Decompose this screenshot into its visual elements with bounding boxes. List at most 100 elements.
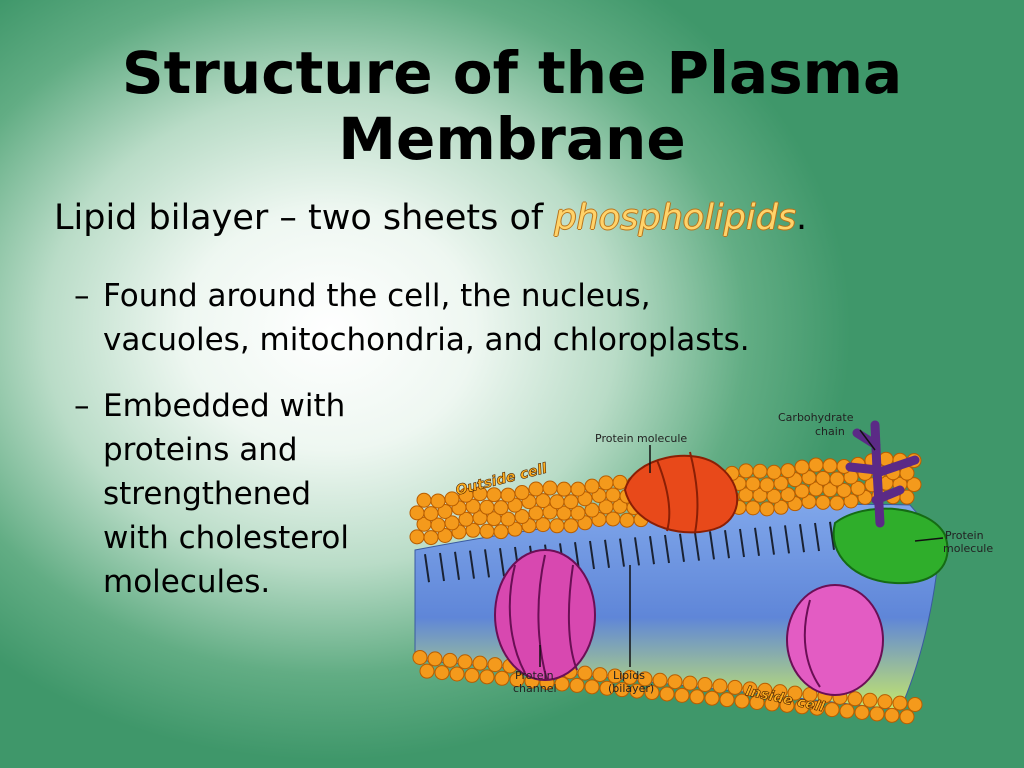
lipid-head [757,682,773,698]
lipid-head [899,709,915,725]
lipid-head [437,527,453,543]
lipid-head [514,485,530,501]
lipid-head [479,669,495,685]
lipid-head [906,477,922,493]
lipid-head [892,695,908,711]
lipid-tail [424,554,430,583]
lipid-head [493,500,509,516]
lipid-head [570,481,586,497]
bullet-line: vacuoles, mitochondria, and chloroplasts… [103,322,750,358]
lipid-head [528,481,544,497]
lipid-tail [694,532,700,561]
slide-title: Structure of the Plasma Membrane [0,40,1024,172]
lipid-head [409,505,425,521]
label-bilayer: (bilayer) [608,682,654,695]
lipid-head [808,457,824,473]
lipid-head [862,692,878,708]
lipid-head [598,475,614,491]
lipid-tail [589,540,595,570]
lipid-head [434,665,450,681]
lipid-tail [619,538,625,567]
lipid-head [542,480,558,496]
bullet-line: strengthened [103,476,312,512]
channel-protein-right [786,584,884,696]
bullet-line: Embedded with [103,388,346,424]
bullet-dash: – [74,278,90,314]
lipid-head [689,689,705,705]
lipid-head [622,669,638,685]
lipid-head [514,509,530,525]
lipid-head [577,665,593,681]
bullet-line: proteins and [103,432,298,468]
lipid-head [563,494,579,510]
lipid-tail [664,534,670,564]
channel-protein-left [494,549,596,681]
lipid-head [704,690,720,706]
lipid-head [712,678,728,694]
lipid-head [409,529,425,545]
lipid-head [847,691,863,707]
lipid-head [773,475,789,491]
lipid-head [607,668,623,684]
lipid-head [829,495,845,511]
lipid-head [907,697,923,712]
lipid-head [442,652,458,668]
bullet-line: Found around the cell, the nucleus, [103,278,651,314]
lipid-head [479,499,495,515]
lipid-head [779,697,795,713]
lipid-tail [679,533,685,562]
lipid-head [412,649,428,665]
bullet-line: with cholesterol [103,520,349,556]
lipid-head [759,501,775,517]
label-lipids: Lipids [613,669,645,682]
lipid-head [822,458,838,474]
lipid-tail [604,539,610,568]
lipid-head [472,655,488,671]
lipid-head [742,681,758,697]
lipid-head [738,463,754,479]
lipid-head [549,518,565,534]
lipid-head [815,494,831,510]
lipid-head [719,692,735,708]
lipid-head [637,671,653,687]
lipid-tail [709,531,715,560]
green-protein [832,507,949,585]
lipid-head [766,464,782,480]
bullet-proteins: – Embedded with proteins and strengthene… [74,384,349,604]
lipid-head [457,654,473,670]
lipid-head [772,684,788,700]
label-molecule-right: molecule [943,542,993,555]
lipid-head [444,491,460,507]
lipid-tail [799,524,805,553]
lipid-head [584,502,600,518]
lipid-head [570,505,586,521]
lipid-head [592,667,608,683]
lipid-tail [499,548,505,577]
lipid-tail [724,530,730,559]
lipid-head [619,512,635,528]
red-protein [623,451,739,534]
label-protein-right: Protein [945,529,984,542]
lipid-head [794,699,810,715]
bullet-locations: – Found around the cell, the nucleus, va… [74,274,750,362]
lipid-head [427,651,443,667]
lipid-tail [754,527,760,556]
lipid-head [780,487,796,503]
membrane-diagram: Protein molecule Carbohydrate chain Outs… [409,411,993,725]
lipid-head [563,518,579,534]
lipid-tail [784,525,790,554]
lipid-head [509,672,525,688]
lipid-head [854,704,870,720]
lipid-head [759,477,775,493]
lipid-tail [649,536,655,565]
lipid-head [423,506,439,522]
bullet-dash: – [74,388,90,424]
lipid-head [584,679,600,695]
lipid-head [727,679,743,695]
lipid-tail [454,551,460,580]
lipid-head [444,515,460,531]
lipid-head [824,702,840,718]
lipid-head [764,696,780,712]
lipid-head [697,677,713,693]
lipid-head [659,686,675,702]
